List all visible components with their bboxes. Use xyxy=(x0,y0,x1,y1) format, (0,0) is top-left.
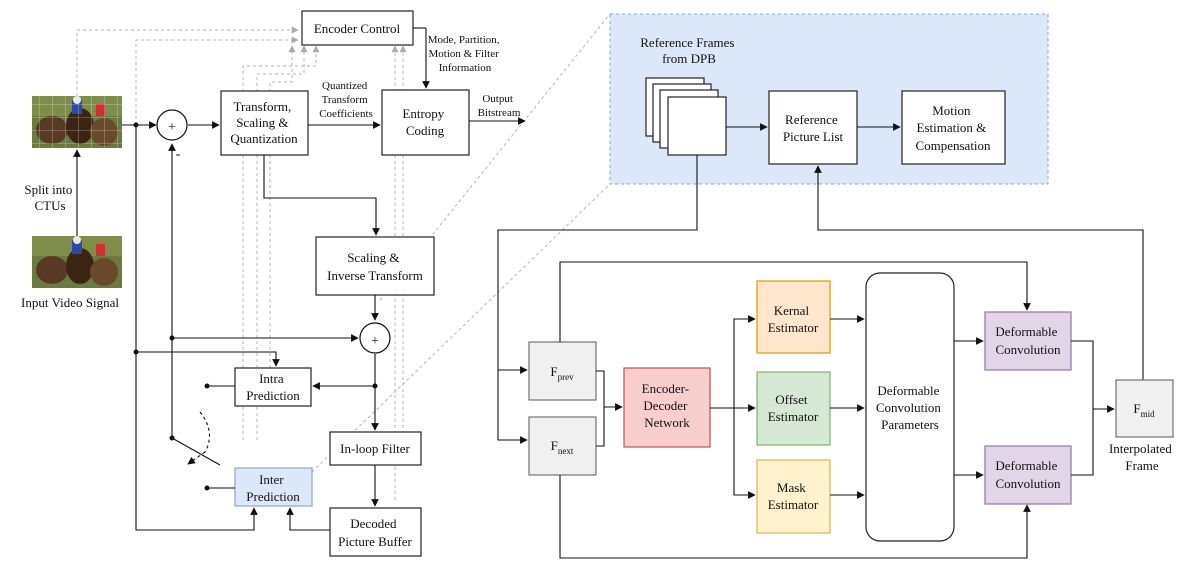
inter-prediction-label: Inter Prediction xyxy=(246,472,300,504)
transform-label: Transform, Scaling & Quantization xyxy=(230,99,298,146)
reference-frames-label: Reference Frames from DPB xyxy=(640,35,737,66)
f-next-label: Fnext xyxy=(551,438,574,456)
subtract-junction: + xyxy=(156,109,188,141)
kernal-estimator-label: Kernal Estimator xyxy=(768,303,819,335)
entropy-coding-label: Entropy Coding xyxy=(402,106,447,138)
input-video-image xyxy=(32,236,122,288)
mask-estimator-label: Mask Estimator xyxy=(768,480,819,512)
svg-text:+: + xyxy=(371,334,379,349)
ctu-split-image xyxy=(32,96,122,148)
svg-text:+: + xyxy=(168,120,176,135)
deformable-convolution-parameters-box: Deformable Convolution Parameters xyxy=(865,272,955,542)
mode-partition-info-label: Mode, Partition, Motion & Filter Informa… xyxy=(428,34,503,74)
interpolated-frame-label: Interpolated Frame xyxy=(1109,441,1175,473)
f-prev-label: Fprev xyxy=(550,364,574,382)
transform-box: Transform, Scaling & Quantization xyxy=(220,90,309,156)
reference-picture-list-label: Reference Picture List xyxy=(783,112,844,144)
reference-frames-stack xyxy=(645,77,727,156)
f-next-box: Fnext xyxy=(528,416,597,476)
scaling-inverse-label: Scaling & Inverse Transform xyxy=(327,250,423,283)
mask-estimator-box: Mask Estimator xyxy=(756,459,831,534)
decoded-picture-buffer-box: Decoded Picture Buffer xyxy=(329,507,422,557)
inloop-filter-label: In-loop Filter xyxy=(340,441,410,456)
quantized-coefficients-label: Quantized Transform Coefficients xyxy=(319,80,373,120)
motion-estimation-label: Motion Estimation & Compensation xyxy=(915,103,991,153)
offset-estimator-label: Offset Estimator xyxy=(768,392,819,424)
kernal-estimator-box: Kernal Estimator xyxy=(756,280,831,354)
intra-prediction-box: Intra Prediction xyxy=(234,367,312,407)
motion-estimation-box: Motion Estimation & Compensation xyxy=(901,90,1006,165)
encoder-decoder-network-box: Encoder- Decoder Network xyxy=(623,367,711,448)
deformable-convolution-parameters-label: Deformable Convolution Parameters xyxy=(876,383,944,432)
deformable-convolution-top-box: Deformable Convolution xyxy=(984,311,1072,371)
deformable-convolution-bottom-box: Deformable Convolution xyxy=(984,445,1072,505)
encoder-decoder-network-label: Encoder- Decoder Network xyxy=(642,381,693,430)
inloop-filter-box: In-loop Filter xyxy=(329,431,422,466)
entropy-coding-box: Entropy Coding xyxy=(381,89,470,156)
deformable-convolution-top-label: Deformable Convolution xyxy=(995,324,1061,357)
inter-prediction-box: Inter Prediction xyxy=(234,467,313,507)
f-mid-box: Fmid xyxy=(1115,379,1174,438)
minus-sign: - xyxy=(176,147,181,162)
offset-estimator-box: Offset Estimator xyxy=(756,371,831,446)
decoded-picture-buffer-label: Decoded Picture Buffer xyxy=(338,516,412,549)
f-prev-box: Fprev xyxy=(528,341,597,401)
intra-prediction-label: Intra Prediction xyxy=(246,371,300,403)
deformable-convolution-bottom-label: Deformable Convolution xyxy=(995,458,1061,491)
encoder-control-label: Encoder Control xyxy=(314,21,401,36)
scaling-inverse-box: Scaling & Inverse Transform xyxy=(315,236,435,296)
input-video-signal-label: Input Video Signal xyxy=(21,295,119,310)
f-mid-label: Fmid xyxy=(1133,401,1155,419)
reconstruction-junction: + xyxy=(359,322,391,354)
encoder-control-box: Encoder Control xyxy=(301,10,414,46)
output-bitstream-label: Output Bitstream xyxy=(478,93,521,119)
split-into-ctus-label: Split into CTUs xyxy=(24,182,75,213)
reference-picture-list-box: Reference Picture List xyxy=(768,90,858,165)
